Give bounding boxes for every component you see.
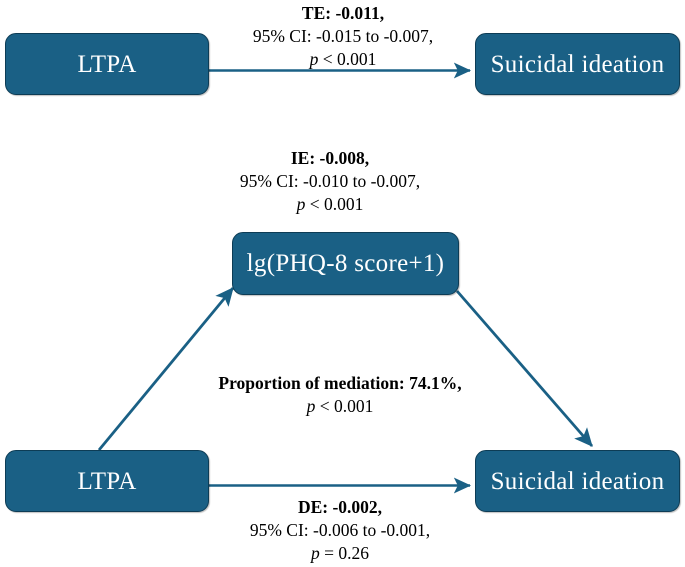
label-total-effect: TE: -0.011, 95% CI: -0.015 to -0.007, p … [193, 2, 493, 71]
node-label: Suicidal ideation [490, 50, 665, 78]
node-label: lg(PHQ-8 score+1) [246, 250, 445, 277]
total-effect-pvalue: p < 0.001 [193, 48, 493, 71]
total-effect-estimate: TE: -0.011, [301, 3, 385, 23]
node-ltpa-total: LTPA [5, 33, 209, 95]
p-value-text: = 0.26 [319, 543, 369, 563]
node-label: Suicidal ideation [490, 467, 665, 495]
proportion-mediated-pvalue: p < 0.001 [190, 395, 490, 418]
label-proportion-mediated: Proportion of mediation: 74.1%, p < 0.00… [190, 372, 490, 418]
node-ltpa-mediation: LTPA [5, 450, 209, 512]
label-indirect-effect: IE: -0.008, 95% CI: -0.010 to -0.007, p … [180, 147, 480, 216]
p-value-text: < 0.001 [315, 396, 374, 416]
indirect-effect-ci: 95% CI: -0.010 to -0.007, [239, 171, 421, 191]
arrow-exposure-to-mediator [97, 287, 235, 451]
direct-effect-estimate: DE: -0.002, [297, 497, 383, 517]
node-suicidal-ideation-mediation: Suicidal ideation [475, 450, 680, 512]
p-value-text: < 0.001 [318, 49, 377, 69]
p-symbol: p [296, 194, 306, 214]
direct-effect-pvalue: p = 0.26 [190, 542, 490, 565]
indirect-effect-estimate: IE: -0.008, [290, 148, 370, 168]
p-symbol: p [309, 49, 319, 69]
node-suicidal-ideation-total: Suicidal ideation [475, 33, 680, 95]
proportion-mediated-estimate: Proportion of mediation: 74.1%, [218, 373, 462, 393]
indirect-effect-pvalue: p < 0.001 [180, 193, 480, 216]
p-symbol: p [311, 543, 320, 563]
arrow-mediator-to-outcome [455, 290, 594, 447]
p-value-text: < 0.001 [305, 194, 364, 214]
direct-effect-ci: 95% CI: -0.006 to -0.001, [249, 520, 431, 540]
node-label: LTPA [77, 50, 137, 78]
node-label: LTPA [77, 467, 137, 495]
p-symbol: p [306, 396, 316, 416]
label-direct-effect: DE: -0.002, 95% CI: -0.006 to -0.001, p … [190, 496, 490, 565]
node-mediator-phq8: lg(PHQ-8 score+1) [232, 232, 459, 295]
total-effect-ci: 95% CI: -0.015 to -0.007, [252, 26, 434, 46]
